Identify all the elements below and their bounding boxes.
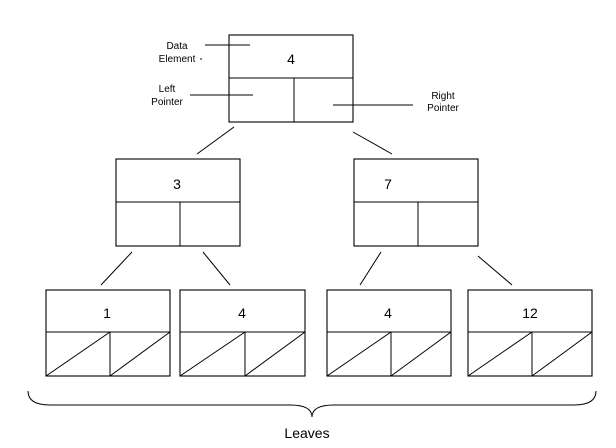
leaf-node-4-null-left [467,331,533,377]
edge-left-leaf1 [100,251,133,286]
leaf-node-3: 4 [326,289,452,377]
leaf-node-4-null-right [531,331,593,377]
leaves-label: Leaves [284,425,329,441]
edge-root-right [352,131,393,155]
right-child-node: 7 [353,158,479,247]
leaf-node-3-value: 4 [384,305,392,321]
left-pointer-label-line1: Left [159,84,176,95]
left-pointer-label-line2: Pointer [151,97,183,108]
leaf-node-1-null-left [45,331,111,377]
leaf-node-2: 4 [179,289,306,377]
leaf-node-2-value: 4 [238,305,246,321]
root-node-value: 4 [287,51,295,67]
left-child-node-value: 3 [173,176,181,192]
data-element-label-line1: Data [166,41,188,52]
left-child-node: 3 [115,158,241,247]
root-node: 4 [228,34,354,123]
leaf-node-4: 12 [467,289,593,377]
leaf-node-1: 1 [45,289,171,377]
edge-root-left [196,126,235,155]
edge-right-leaf4 [477,255,513,286]
leaves-brace [27,390,597,418]
data-element-label-line2: Element [159,54,196,65]
right-pointer-label-line1: Right [431,91,455,102]
edge-left-leaf2 [202,251,231,286]
leaf-node-2-null-left [179,331,246,377]
leaf-node-1-value: 1 [103,305,111,321]
right-child-node-value: 7 [384,176,392,192]
leaf-node-2-null-right [244,331,306,377]
leaf-node-3-null-left [326,331,392,377]
leaf-node-4-value: 12 [522,305,538,321]
leaf-node-1-null-right [109,331,171,377]
right-pointer-label-line2: Pointer [427,103,459,114]
edge-right-leaf3 [359,251,382,286]
leaf-node-3-null-right [390,331,452,377]
